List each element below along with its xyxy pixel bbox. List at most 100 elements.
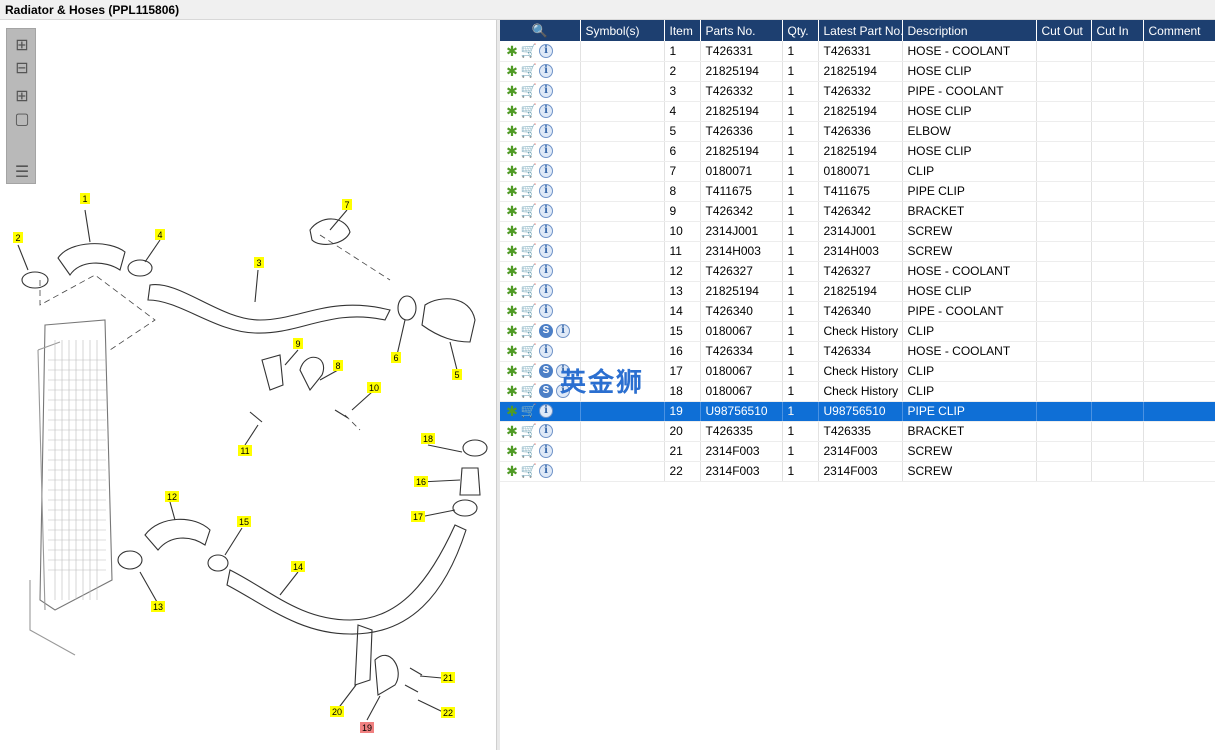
column-header-search[interactable]: 🔍	[500, 20, 581, 41]
info-icon[interactable]: i	[539, 444, 553, 458]
pane-splitter[interactable]	[497, 20, 500, 750]
parts-diagram[interactable]: ⊞ ⊟ ⊞ ▢ ☰	[0, 20, 497, 750]
gear-icon[interactable]: ✱	[506, 42, 518, 59]
cart-icon[interactable]: 🛒	[520, 303, 538, 318]
cart-icon[interactable]: 🛒	[520, 363, 538, 378]
gear-icon[interactable]: ✱	[506, 183, 518, 199]
gear-icon[interactable]: ✱	[506, 143, 518, 159]
gear-icon[interactable]: ✱	[506, 423, 518, 439]
cart-icon[interactable]: 🛒	[520, 223, 538, 238]
fit-all-icon[interactable]: ⊞	[15, 88, 29, 105]
column-header-comment[interactable]: Comment	[1143, 20, 1215, 41]
info-icon[interactable]: i	[539, 184, 553, 198]
info-icon[interactable]: i	[539, 64, 553, 78]
info-icon[interactable]: i	[539, 464, 553, 478]
column-header-item[interactable]: Item	[664, 20, 701, 41]
search-list-icon[interactable]: 🔍	[531, 22, 548, 38]
column-header-qty[interactable]: Qty.	[782, 20, 819, 41]
info-icon[interactable]: i	[539, 224, 553, 238]
gear-icon[interactable]: ✱	[506, 243, 518, 259]
cart-icon[interactable]: 🛒	[520, 103, 538, 118]
info-icon[interactable]: i	[539, 404, 553, 418]
cart-icon[interactable]: 🛒	[520, 423, 538, 438]
cart-icon[interactable]: 🛒	[520, 403, 538, 418]
info-icon[interactable]: i	[539, 124, 553, 138]
cart-icon[interactable]: 🛒	[520, 203, 538, 218]
info-icon[interactable]: i	[556, 384, 570, 398]
info-icon[interactable]: i	[556, 364, 570, 378]
supersession-icon[interactable]: S	[539, 364, 553, 378]
cart-icon[interactable]: 🛒	[520, 263, 538, 278]
column-header-parts-no[interactable]: Parts No.	[700, 20, 783, 41]
gear-icon[interactable]: ✱	[506, 163, 518, 179]
gear-icon[interactable]: ✱	[506, 123, 518, 139]
info-icon[interactable]: i	[539, 204, 553, 218]
info-icon[interactable]: i	[539, 104, 553, 118]
gear-icon[interactable]: ✱	[506, 323, 518, 339]
column-header-latest-part-no[interactable]: Latest Part No.	[818, 20, 904, 41]
fit-window-icon[interactable]: ▢	[14, 111, 30, 128]
info-icon[interactable]: i	[539, 84, 553, 98]
cart-icon[interactable]: 🛒	[520, 243, 538, 258]
info-icon[interactable]: i	[539, 424, 553, 438]
info-icon[interactable]: i	[539, 344, 553, 358]
cart-icon[interactable]: 🛒	[520, 283, 538, 298]
cart-icon[interactable]: 🛒	[520, 42, 538, 58]
info-icon[interactable]: i	[539, 164, 553, 178]
show-list-icon[interactable]: ☰	[14, 164, 30, 181]
column-header-symbols[interactable]: Symbol(s)	[580, 20, 665, 41]
cart-icon[interactable]: 🛒	[520, 183, 538, 198]
supersession-icon[interactable]: S	[539, 324, 553, 338]
gear-icon[interactable]: ✱	[506, 443, 518, 459]
column-header-cut-out[interactable]: Cut Out	[1036, 20, 1092, 41]
gear-icon[interactable]: ✱	[506, 203, 518, 219]
column-header-description[interactable]: Description	[902, 20, 1037, 41]
info-icon[interactable]: i	[556, 324, 570, 338]
supersession-icon[interactable]: S	[539, 384, 553, 398]
info-icon[interactable]: i	[539, 43, 553, 58]
cart-icon[interactable]: 🛒	[520, 463, 538, 478]
cart-icon[interactable]: 🛒	[520, 343, 538, 358]
cart-icon[interactable]: 🛒	[520, 383, 538, 398]
cart-icon[interactable]: 🛒	[520, 323, 538, 338]
gear-icon[interactable]: ✱	[506, 283, 518, 299]
info-icon[interactable]: i	[539, 304, 553, 318]
gear-icon[interactable]: ✱	[506, 343, 518, 359]
gear-icon[interactable]: ✱	[506, 363, 518, 379]
gear-icon[interactable]: ✱	[506, 63, 518, 79]
info-icon[interactable]: i	[539, 284, 553, 298]
cart-icon[interactable]: 🛒	[520, 63, 538, 78]
column-header-cut-in[interactable]: Cut In	[1091, 20, 1144, 41]
cart-icon[interactable]: 🛒	[520, 83, 538, 98]
info-icon[interactable]: i	[539, 244, 553, 258]
cart-icon[interactable]: 🛒	[520, 143, 538, 158]
gear-icon[interactable]: ✱	[506, 263, 518, 279]
gear-icon[interactable]: ✱	[506, 403, 518, 419]
info-icon[interactable]: i	[539, 144, 553, 158]
cart-icon[interactable]: 🛒	[520, 163, 538, 178]
zoom-out-icon[interactable]: ⊟	[15, 60, 29, 77]
gear-icon[interactable]: ✱	[506, 83, 518, 99]
gear-icon[interactable]: ✱	[506, 103, 518, 119]
cart-icon[interactable]: 🛒	[520, 123, 538, 138]
gear-icon[interactable]: ✱	[506, 383, 518, 399]
gear-icon[interactable]: ✱	[506, 463, 518, 479]
